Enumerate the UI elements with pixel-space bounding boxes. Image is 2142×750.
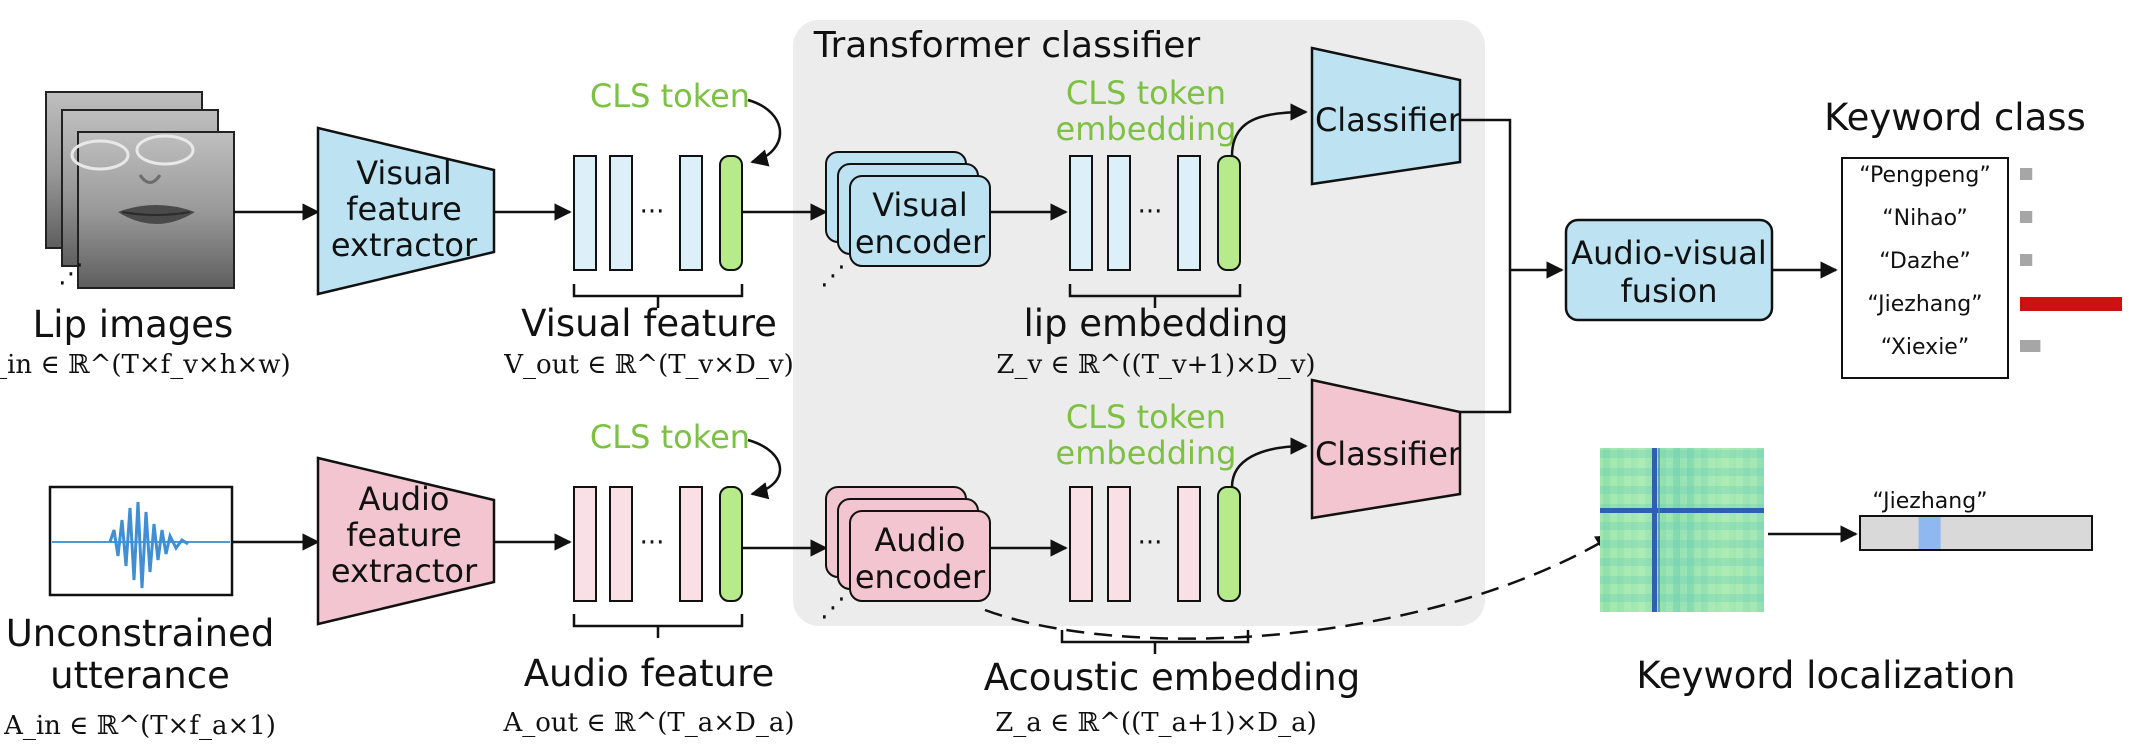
visual-cls-embedding-line-1: CLS token [1066, 74, 1226, 112]
cls-token-vector [719, 486, 743, 602]
keyword-label: “Nihao” [1882, 206, 1967, 231]
embedding-vector [1069, 486, 1093, 602]
visual-cls-token-label: CLS token [590, 77, 750, 115]
embedding-vector [1107, 486, 1131, 602]
visual-branch: ⋰ Lip images V_in ∈ ℝ^(T×f_v×h×w) Visual… [0, 46, 1462, 380]
feature-vector [609, 155, 633, 271]
keyword-score-bar [2020, 211, 2033, 223]
utterance-label-line-2: utterance [50, 654, 230, 697]
visual-cls-embedding-line-2: embedding [1056, 110, 1237, 148]
feature-vector [573, 155, 597, 271]
lip-embedding-vectors: ··· [1069, 155, 1241, 271]
audio-classifier-label: Classifier [1315, 435, 1462, 473]
cls-token-vector [719, 155, 743, 271]
fusion-line-2: fusion [1621, 272, 1718, 310]
fusion-line-1: Audio-visual [1571, 234, 1767, 272]
svg-text:⋰: ⋰ [820, 261, 846, 291]
acoustic-embedding-label: Acoustic embedding [984, 656, 1361, 699]
lip-images-label: Lip images [33, 303, 234, 346]
feature-vector [679, 155, 703, 271]
localized-keyword-label: “Jiezhang” [1872, 489, 1987, 514]
visual-encoder-line-2: encoder [855, 223, 986, 261]
keyword-list-box [1841, 157, 2009, 379]
timeline-bar [1859, 515, 2093, 551]
embedding-vector [1069, 155, 1093, 271]
audio-branch: Unconstrained utterance A_in ∈ ℝ^(T×f_a×… [3, 378, 1462, 741]
embedding-vector [1177, 486, 1201, 602]
visual-feature-extractor [316, 126, 496, 296]
utterance-label-line-1: Unconstrained [6, 612, 275, 655]
audio-extractor-line-3: extractor [331, 552, 478, 590]
feature-vector [679, 486, 703, 602]
keyword-localization-panel: “Jiezhang” Keyword localization [984, 448, 2093, 697]
audio-extractor-line-1: Audio [359, 480, 450, 518]
visual-feature-math: V_out ∈ ℝ^(T_v×D_v) [503, 350, 793, 380]
embedding-vector [1177, 155, 1201, 271]
audio-feature-vectors: ··· [573, 486, 743, 602]
visual-extractor-line-2: feature [346, 190, 462, 228]
panel-title: Transformer classifier [813, 25, 1201, 66]
visual-classifier [1310, 46, 1462, 186]
svg-text:⋰: ⋰ [820, 593, 846, 623]
audio-waveform-icon [48, 485, 234, 597]
acoustic-embedding-math: Z_a ∈ ℝ^((T_a+1)×D_a) [995, 708, 1317, 738]
fusion-block: Audio-visual fusion [1460, 118, 1838, 414]
keyword-location-marker [1918, 517, 1941, 549]
audio-cls-token-label: CLS token [590, 418, 750, 456]
feature-vector [573, 486, 597, 602]
audio-classifier [1310, 378, 1462, 520]
keyword-score-bar [2020, 168, 2033, 180]
visual-encoder: ⋰ [820, 151, 991, 291]
keyword-localization-title: Keyword localization [1636, 654, 2015, 697]
visual-feature-vectors: ··· [573, 155, 743, 271]
keyword-score-bar [2020, 340, 2041, 352]
audio-feature-math: A_out ∈ ℝ^(T_a×D_a) [502, 708, 794, 738]
lip-embedding-math: Z_v ∈ ℝ^((T_v+1)×D_v) [996, 350, 1315, 380]
feature-vector [609, 486, 633, 602]
keyword-class-title: Keyword class [1824, 96, 2086, 139]
audio-encoder-line-2: encoder [855, 558, 986, 596]
keyword-score-bar [2020, 254, 2033, 266]
keyword-label: “Pengpeng” [1859, 163, 1990, 188]
svg-text:···: ··· [1138, 528, 1163, 558]
lip-embedding-label: lip embedding [1023, 302, 1288, 345]
lip-images-math: V_in ∈ ℝ^(T×f_v×h×w) [0, 350, 291, 380]
visual-encoder-line-1: Visual [872, 186, 968, 224]
acoustic-embedding-vectors: ··· [1069, 486, 1241, 602]
audio-feature-label: Audio feature [524, 652, 775, 695]
audio-cls-embedding-line-2: embedding [1056, 434, 1237, 472]
audio-cls-embedding-line-1: CLS token [1066, 398, 1226, 436]
keyword-list: “Pengpeng” “Nihao” “Dazhe” “Jiezhang” “Xiexi… [1859, 163, 2122, 360]
cls-embedding-vector [1217, 155, 1241, 271]
keyword-class-panel: Keyword class “Pengpeng” “Nihao” “Dazhe” “J… [1824, 96, 2122, 379]
svg-text:···: ··· [1138, 197, 1163, 227]
audio-feature-extractor [316, 456, 496, 626]
lip-image-stack-icon: ⋰ [45, 91, 235, 289]
cls-embedding-vector [1217, 486, 1241, 602]
visual-feature-label: Visual feature [521, 302, 777, 345]
similarity-heatmap-icon [1600, 448, 1764, 612]
audio-encoder: ⋰ [820, 486, 991, 623]
visual-classifier-label: Classifier [1315, 101, 1462, 139]
audio-input-math: A_in ∈ ℝ^(T×f_a×1) [3, 711, 276, 741]
svg-text:···: ··· [640, 197, 665, 227]
keyword-label: “Xiexie” [1881, 335, 1970, 360]
svg-text:···: ··· [640, 528, 665, 558]
keyword-score-bar [2020, 297, 2122, 311]
audio-encoder-line-1: Audio [875, 521, 966, 559]
keyword-label: “Jiezhang” [1867, 292, 1982, 317]
audio-extractor-line-2: feature [346, 516, 462, 554]
visual-extractor-line-1: Visual [356, 154, 452, 192]
embedding-vector [1107, 155, 1131, 271]
keyword-label: “Dazhe” [1879, 249, 1971, 274]
svg-text:⋰: ⋰ [58, 259, 84, 289]
visual-extractor-line-3: extractor [331, 226, 478, 264]
